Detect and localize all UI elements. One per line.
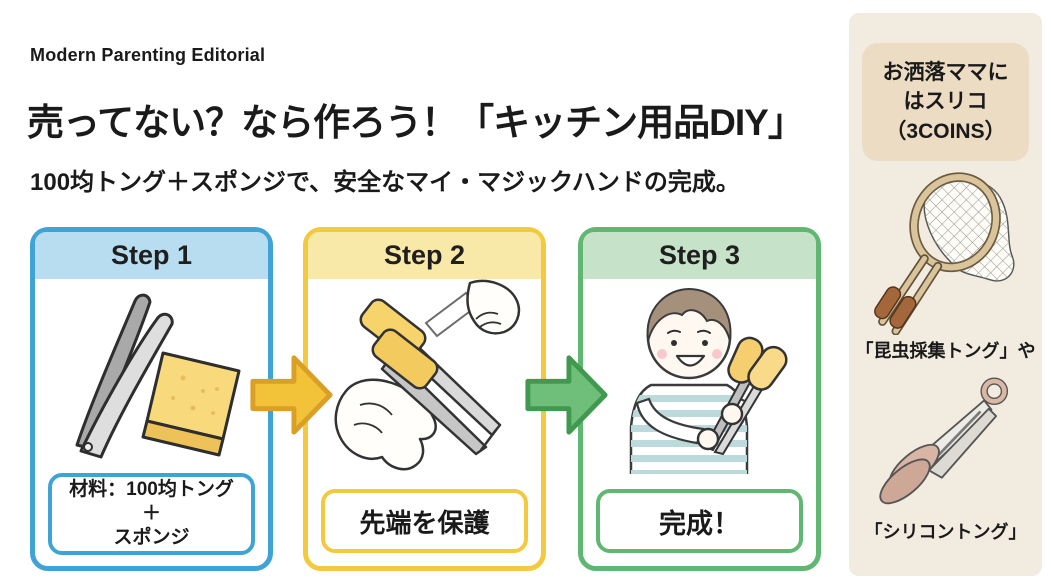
- page-subtitle: 100均トング＋スポンジで、安全なマイ・マジックハンドの完成。: [30, 169, 740, 196]
- sidebar-heading: お洒落ママに はスリコ （3COINS）: [862, 43, 1029, 162]
- insect-net-tongs-illustration: [874, 172, 1015, 335]
- step3-caption: 完成！: [596, 489, 803, 553]
- step2-card: Step 2 先端を保護: [303, 227, 546, 571]
- step2-header: Step 2: [308, 232, 541, 279]
- step1-card: Step 1 材料：100均トング ＋ スポンジ: [30, 227, 273, 571]
- silicone-tongs-illustration: [879, 377, 1009, 505]
- arrow-step1-to-step2-icon: [250, 355, 333, 435]
- page-title: 売ってない？なら作ろう！「キッチン用品DIY」: [27, 102, 805, 143]
- taping-tongs-illustration: [333, 279, 520, 471]
- sidebar-item2-caption: 「シリコントング」: [864, 522, 1027, 542]
- brand-line: Modern Parenting Editorial: [30, 45, 266, 65]
- sidebar-item1-caption: 「昆虫採集トング」や: [855, 341, 1036, 361]
- step3-header: Step 3: [583, 232, 816, 279]
- arrow-step2-to-step3-icon: [525, 355, 608, 435]
- step2-illustration-area: [308, 279, 541, 474]
- step1-header: Step 1: [35, 232, 268, 279]
- step3-card: Step 3: [578, 227, 821, 571]
- step3-illustration-area: [583, 279, 816, 474]
- step1-illustration-area: [35, 279, 268, 474]
- tongs-and-sponge-illustration: [75, 293, 240, 459]
- child-with-tool-illustration: [629, 287, 788, 474]
- sidebar-3coins-panel: お洒落ママに はスリコ （3COINS） 「昆虫採集トング」や: [849, 13, 1042, 576]
- step1-caption: 材料：100均トング ＋ スポンジ: [48, 473, 255, 555]
- step2-caption: 先端を保護: [321, 489, 528, 553]
